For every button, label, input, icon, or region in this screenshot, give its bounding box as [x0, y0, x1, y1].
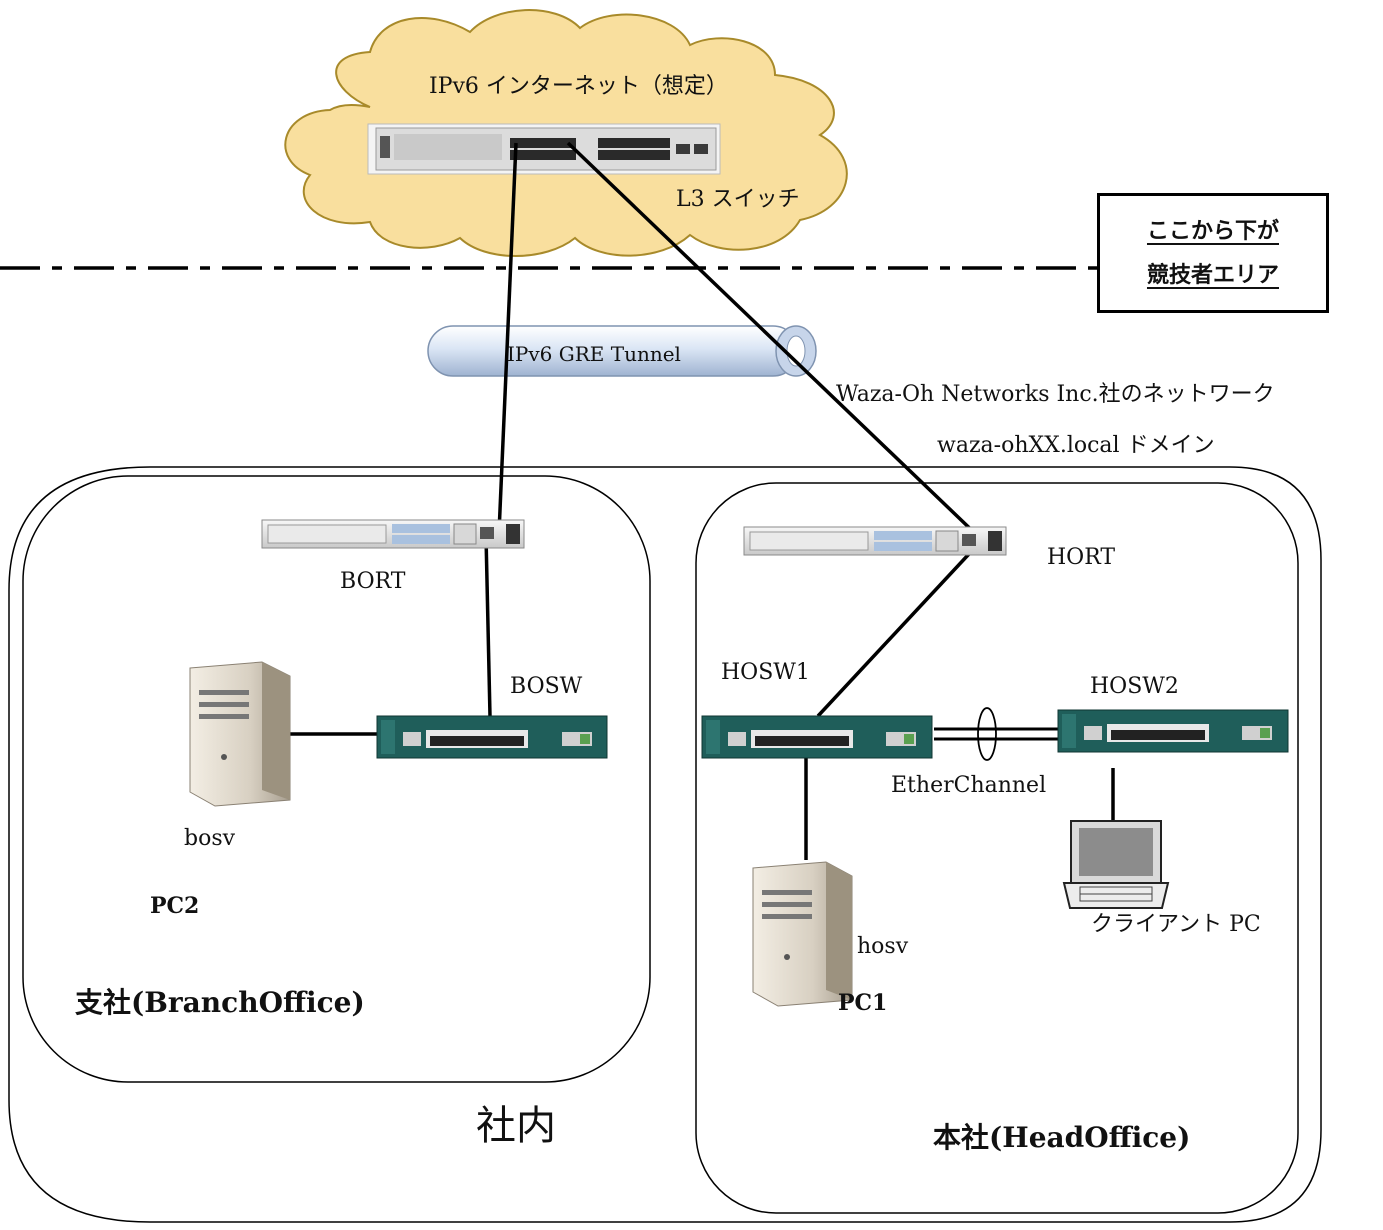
head-office-title: 本社(HeadOffice) — [933, 1121, 1191, 1154]
branch-office-boundary — [22, 475, 651, 1083]
domain-label: waza-ohXX.local ドメイン — [937, 433, 1215, 458]
participant-area-notice: ここから下が 競技者エリア — [1097, 193, 1329, 313]
server-icon — [189, 661, 291, 807]
hosw1-label: HOSW1 — [721, 660, 810, 685]
router-icon — [261, 519, 525, 549]
switch-icon — [701, 715, 933, 759]
notice-line-2: 競技者エリア — [1146, 262, 1279, 288]
l3-switch-icon — [367, 123, 721, 175]
head-office-boundary — [695, 482, 1299, 1214]
tunnel-label: IPv6 GRE Tunnel — [507, 342, 681, 366]
internet-title: IPv6 インターネット（想定） — [429, 74, 728, 99]
router-icon — [743, 526, 1007, 556]
branch-office-title: 支社(BranchOffice) — [75, 986, 365, 1019]
bosv-label: bosv — [184, 826, 236, 851]
switch-icon — [376, 715, 608, 759]
pc1-label: PC1 — [838, 990, 888, 1016]
network-links — [288, 141, 1115, 860]
link-l3-bort — [497, 142, 518, 534]
link-l3-hort — [566, 141, 984, 542]
notice-line-1: ここから下が — [1146, 218, 1279, 244]
hort-label: HORT — [1047, 545, 1116, 570]
hosw2-label: HOSW2 — [1090, 674, 1179, 699]
client-pc-label: クライアント PC — [1091, 912, 1261, 937]
link-bort-bosw — [484, 535, 492, 717]
bosw-label: BOSW — [510, 674, 583, 699]
l3-switch-label: L3 スイッチ — [676, 187, 800, 212]
internal-label: 社内 — [476, 1103, 556, 1149]
company-network-label: Waza-Oh Networks Inc.社のネットワーク — [836, 382, 1275, 407]
pc2-label: PC2 — [150, 893, 200, 919]
internal-area-boundary — [8, 466, 1322, 1223]
bort-label: BORT — [340, 569, 406, 594]
server-icon — [752, 861, 853, 1007]
link-hort-hosw1 — [816, 538, 984, 718]
etherchannel-icon — [977, 707, 997, 761]
etherchannel-label: EtherChannel — [891, 773, 1047, 798]
laptop-icon — [1062, 820, 1170, 909]
hosv-label: hosv — [857, 934, 909, 959]
switch-icon — [1057, 709, 1289, 753]
